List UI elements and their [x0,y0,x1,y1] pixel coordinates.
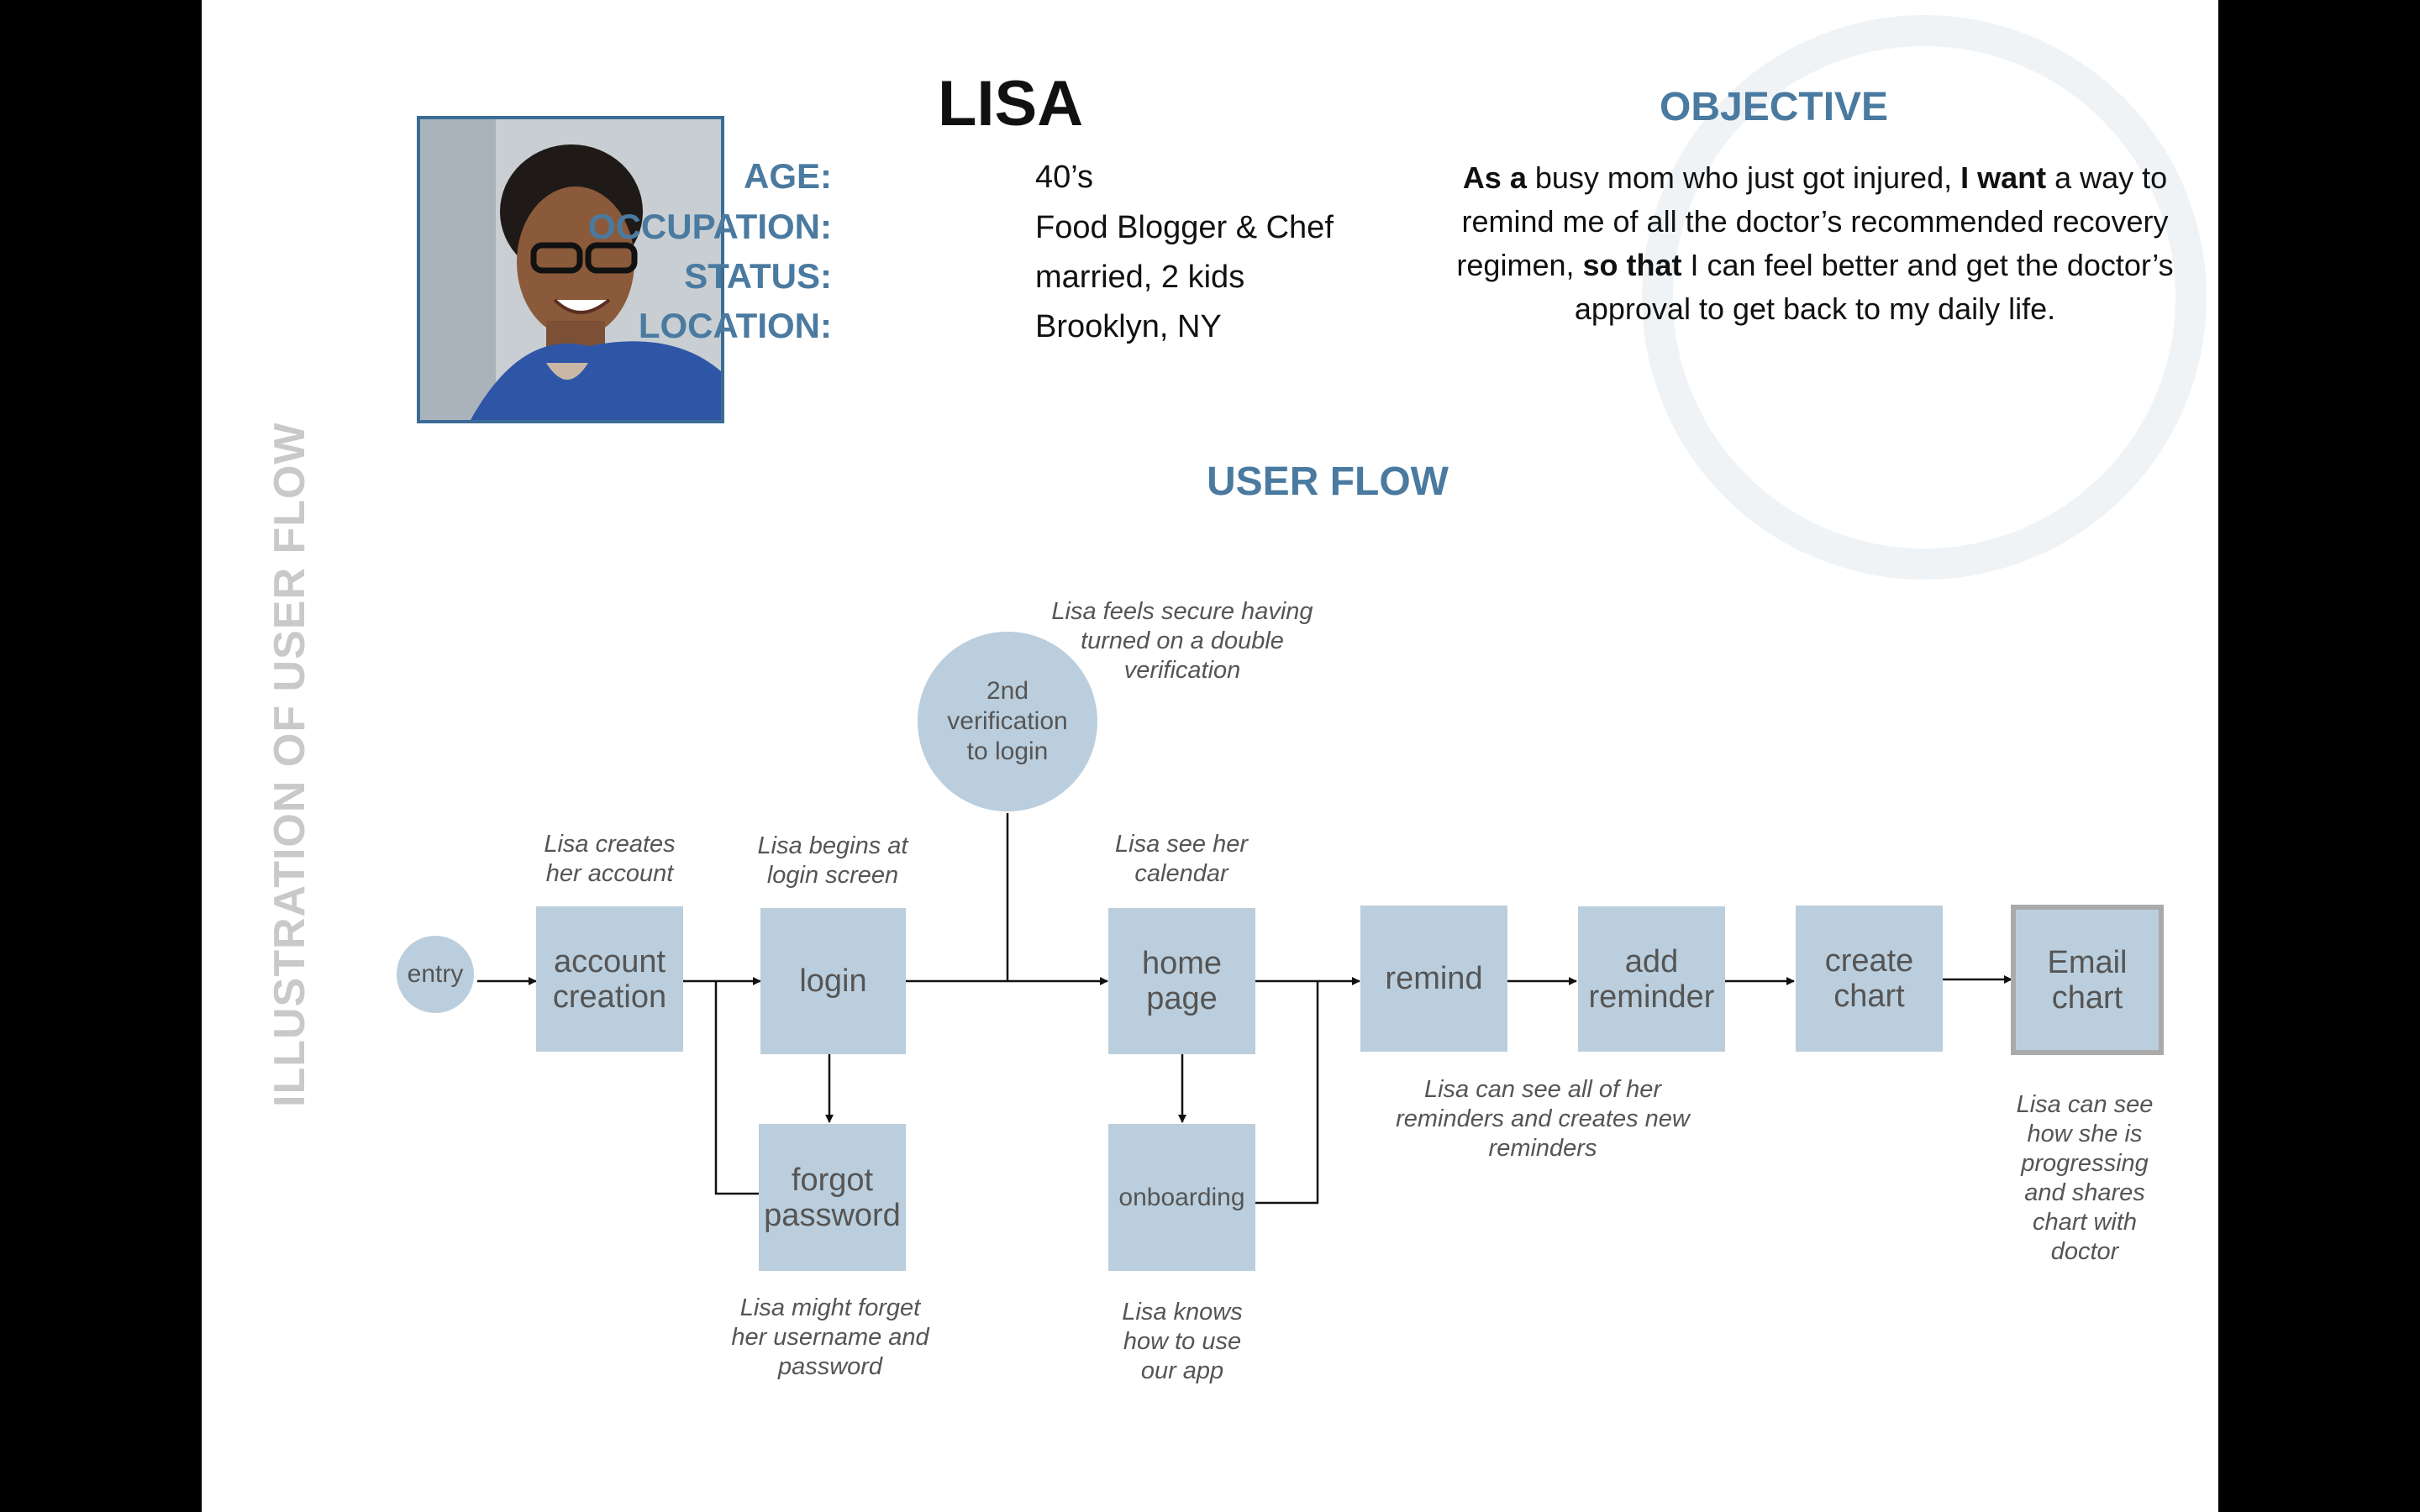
entry-node: entry [397,936,474,1013]
persona-name: LISA [938,68,1084,139]
age-value: 40’s [1035,160,1094,195]
objective-part-3: I can feel better and get the doctor’s a… [1574,248,2174,326]
note-verification: Lisa feels secure having turned on a dou… [1051,598,1313,684]
location-label: LOCATION: [638,306,832,345]
note-home-page: Lisa see her calendar [1115,831,1248,887]
line-onboarding-to-remind [1255,981,1319,1205]
onboarding-node: onboarding [1108,1124,1255,1271]
note-reminders: Lisa can see all of her reminders and cr… [1396,1076,1690,1162]
objective-part-2: a way to remind me of all the doctor’s r… [1456,160,2169,282]
status-value: married, 2 kids [1035,260,1245,295]
forgot-password-node: forgot password [759,1124,906,1271]
note-forgot-password: Lisa might forget her username and passw… [731,1294,929,1380]
user-flow-title: USER FLOW [1207,459,1449,504]
remind-node: remind [1360,906,1507,1052]
location-value: Brooklyn, NY [1035,309,1222,344]
occupation-value: Food Blogger & Chef [1035,210,1334,245]
note-login: Lisa begins at login screen [757,832,908,889]
as-a-keyword: As a [1462,160,1527,195]
home-page-node: home page [1108,908,1255,1054]
flow-connectors [477,813,2012,1205]
add-reminder-node: add reminder [1578,906,1725,1052]
so-that-keyword: so that [1582,248,1682,282]
objective-statement: As a busy mom who just got injured, I wa… [1445,156,2185,331]
persona-slide: ILLUSTRATION OF USER FLOW LISA AGE: 40’s… [202,0,2218,1512]
note-account-creation: Lisa creates her account [544,831,676,887]
verification-node: 2nd verification to login [918,632,1097,811]
age-label: AGE: [744,156,832,196]
objective-part-1: busy mom who just got injured, [1526,160,1961,195]
status-label: STATUS: [684,256,832,296]
line-account-to-forgot [714,981,760,1195]
login-node: login [760,908,906,1054]
account-creation-node: account creation [536,906,683,1052]
objective-title: OBJECTIVE [1660,85,1889,129]
note-onboarding: Lisa knows how to use our app [1122,1299,1243,1384]
persona-portrait-image [420,119,721,420]
note-email-chart: Lisa can see how she is progressing and … [2016,1091,2154,1265]
create-chart-node: create chart [1796,906,1943,1052]
i-want-keyword: I want [1960,160,2047,195]
email-chart-node: Email chart [2011,905,2164,1055]
persona-photo [417,116,724,423]
occupation-label: OCCUPATION: [587,207,832,246]
